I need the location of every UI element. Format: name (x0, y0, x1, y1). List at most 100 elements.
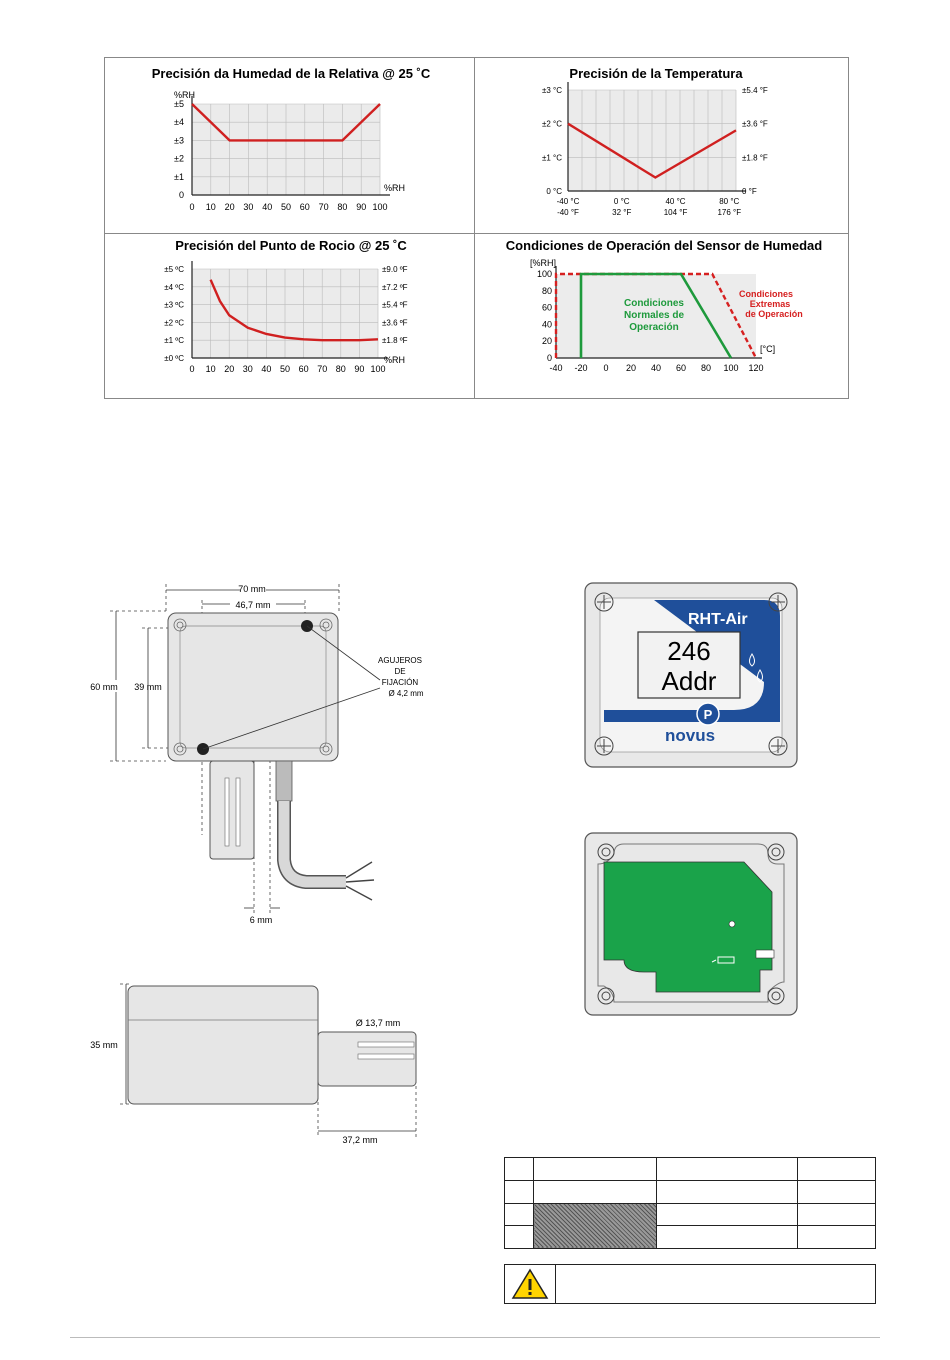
extreme-zone-label: Condiciones (739, 289, 793, 299)
novus-logo: novus (665, 726, 715, 745)
panel-divider-vertical (474, 58, 475, 398)
holes-label-2: DE (394, 667, 405, 676)
y-tick-label: 80 (542, 286, 552, 296)
front-dimension-drawing: 70 mm 46,7 mm 60 mm 39 mm AGUJEROS DE FI… (84, 582, 424, 925)
x-tick-label: 10 (206, 364, 216, 374)
x-tick-label: 40 (651, 363, 661, 373)
temperature-accuracy-chart: Precisión de la Temperatura ±3 °C ±2 °C ±1… (542, 66, 768, 217)
x-tick-label: -20 (574, 363, 587, 373)
x-tick-label-c: 0 °C (614, 197, 630, 206)
x-tick-label-f: 104 °F (664, 208, 688, 217)
drop-icon (749, 653, 763, 683)
brand-panel (604, 600, 780, 722)
table-row (504, 1157, 876, 1181)
x-tick-label: 20 (225, 202, 235, 212)
display-line-1: 246 (667, 636, 710, 666)
x-tick-label: 80 (337, 202, 347, 212)
y-left-tick-label: ±3 °C (542, 86, 562, 95)
y-tick-label: ±4 (174, 117, 184, 127)
x-tick-label-f: -40 °F (557, 208, 579, 217)
y-right-tick-label: ±5.4 °F (742, 86, 768, 95)
normal-zone-label: Operación (629, 322, 678, 333)
x-tick-label: 30 (243, 364, 253, 374)
x-tick-label: 70 (317, 364, 327, 374)
connection-table (504, 1157, 876, 1249)
x-tick-label: 20 (224, 364, 234, 374)
dim-probe-offset: 6 mm (250, 915, 273, 925)
extreme-zone-label: Extremas (750, 299, 791, 309)
normal-zone-label: Normales de (624, 310, 684, 321)
x-tick-label: 90 (354, 364, 364, 374)
warning-icon (511, 1268, 549, 1299)
y-unit-label: [%RH] (530, 258, 556, 268)
x-tick-label: 120 (748, 363, 763, 373)
warning-icon-cell (505, 1265, 556, 1303)
charts-panel (104, 57, 849, 399)
x-tick-label: 0 (189, 202, 194, 212)
x-tick-label: 90 (356, 202, 366, 212)
y-left-tick-label: ±0 ºC (164, 354, 184, 363)
y-right-tick-label: ±5.4 ºF (382, 301, 408, 310)
y-right-tick-label: ±3.6 °F (742, 120, 768, 129)
y-tick-label: ±1 (174, 172, 184, 182)
panel-divider-horizontal (105, 233, 848, 234)
x-tick-label: 60 (300, 202, 310, 212)
x-tick-label-c: 80 °C (719, 197, 739, 206)
y-left-tick-label: 0 °C (546, 187, 562, 196)
y-tick-label: 0 (547, 353, 552, 363)
chart-title: Precisión de la Temperatura (569, 66, 743, 81)
pcb-board (603, 861, 773, 993)
x-unit-label: %RH (384, 183, 405, 193)
x-tick-label-c: -40 °C (557, 197, 580, 206)
y-right-tick-label: ±3.6 ºF (382, 318, 408, 327)
series-line (191, 103, 381, 142)
y-right-tick-label: ±9.0 ºF (382, 265, 408, 274)
y-tick-label: ±5 (174, 99, 184, 109)
y-right-tick-label: 0 °F (742, 187, 757, 196)
y-tick-label: 100 (537, 269, 552, 279)
dim-height-outer: 60 mm (90, 682, 118, 692)
x-tick-label: 0 (189, 364, 194, 374)
p-button-label: P (704, 707, 713, 722)
x-tick-label-f: 176 °F (717, 208, 741, 217)
y-unit-label: %RH (174, 90, 195, 100)
holes-label-3: FIJACIÓN (382, 678, 419, 687)
x-tick-label: 0 (603, 363, 608, 373)
x-tick-label: 20 (626, 363, 636, 373)
lcd-display (637, 631, 741, 699)
device-inside-view (584, 832, 798, 1016)
x-tick-label: 80 (336, 364, 346, 374)
usb-port-icon (755, 949, 775, 959)
warning-box (504, 1264, 876, 1304)
chart-title: Precisión da Humedad de la Relativa @ 25… (152, 66, 431, 81)
y-tick-label: 60 (542, 303, 552, 313)
table-row (504, 1225, 876, 1249)
y-right-tick-label: ±1.8 °F (742, 153, 768, 162)
operating-conditions-chart: Condiciones de Operación del Sensor de H… (506, 238, 822, 373)
dim-depth: 35 mm (90, 1040, 118, 1050)
x-tick-label-c: 40 °C (665, 197, 685, 206)
footer-rule (70, 1337, 880, 1338)
y-left-tick-label: ±2 °C (542, 120, 562, 129)
y-tick-label: 40 (542, 319, 552, 329)
dim-width-holes: 46,7 mm (235, 600, 270, 610)
holes-label-1: AGUJEROS (378, 656, 422, 665)
x-tick-label: 70 (319, 202, 329, 212)
y-left-tick-label: ±1 ºC (164, 336, 184, 345)
y-left-tick-label: ±2 ºC (164, 318, 184, 327)
x-tick-label: 40 (261, 364, 271, 374)
x-tick-label: 80 (701, 363, 711, 373)
p-button[interactable] (696, 702, 720, 726)
x-tick-label: 40 (262, 202, 272, 212)
y-left-tick-label: ±4 ºC (164, 283, 184, 292)
x-tick-label: 100 (372, 202, 387, 212)
brand-label: RHT-Air (688, 611, 748, 628)
humidity-accuracy-chart: Precisión da Humedad de la Relativa @ 25… (152, 66, 431, 212)
dewpoint-accuracy-chart: Precisión del Punto de Rocio @ 25 ˚C ±5 … (164, 238, 408, 374)
series-line (209, 279, 379, 342)
table-row (504, 1202, 876, 1249)
screw-icon (594, 592, 788, 756)
x-tick-label: 30 (243, 202, 253, 212)
y-left-tick-label: ±3 ºC (164, 301, 184, 310)
dim-probe-diameter: Ø 13,7 mm (356, 1018, 401, 1028)
